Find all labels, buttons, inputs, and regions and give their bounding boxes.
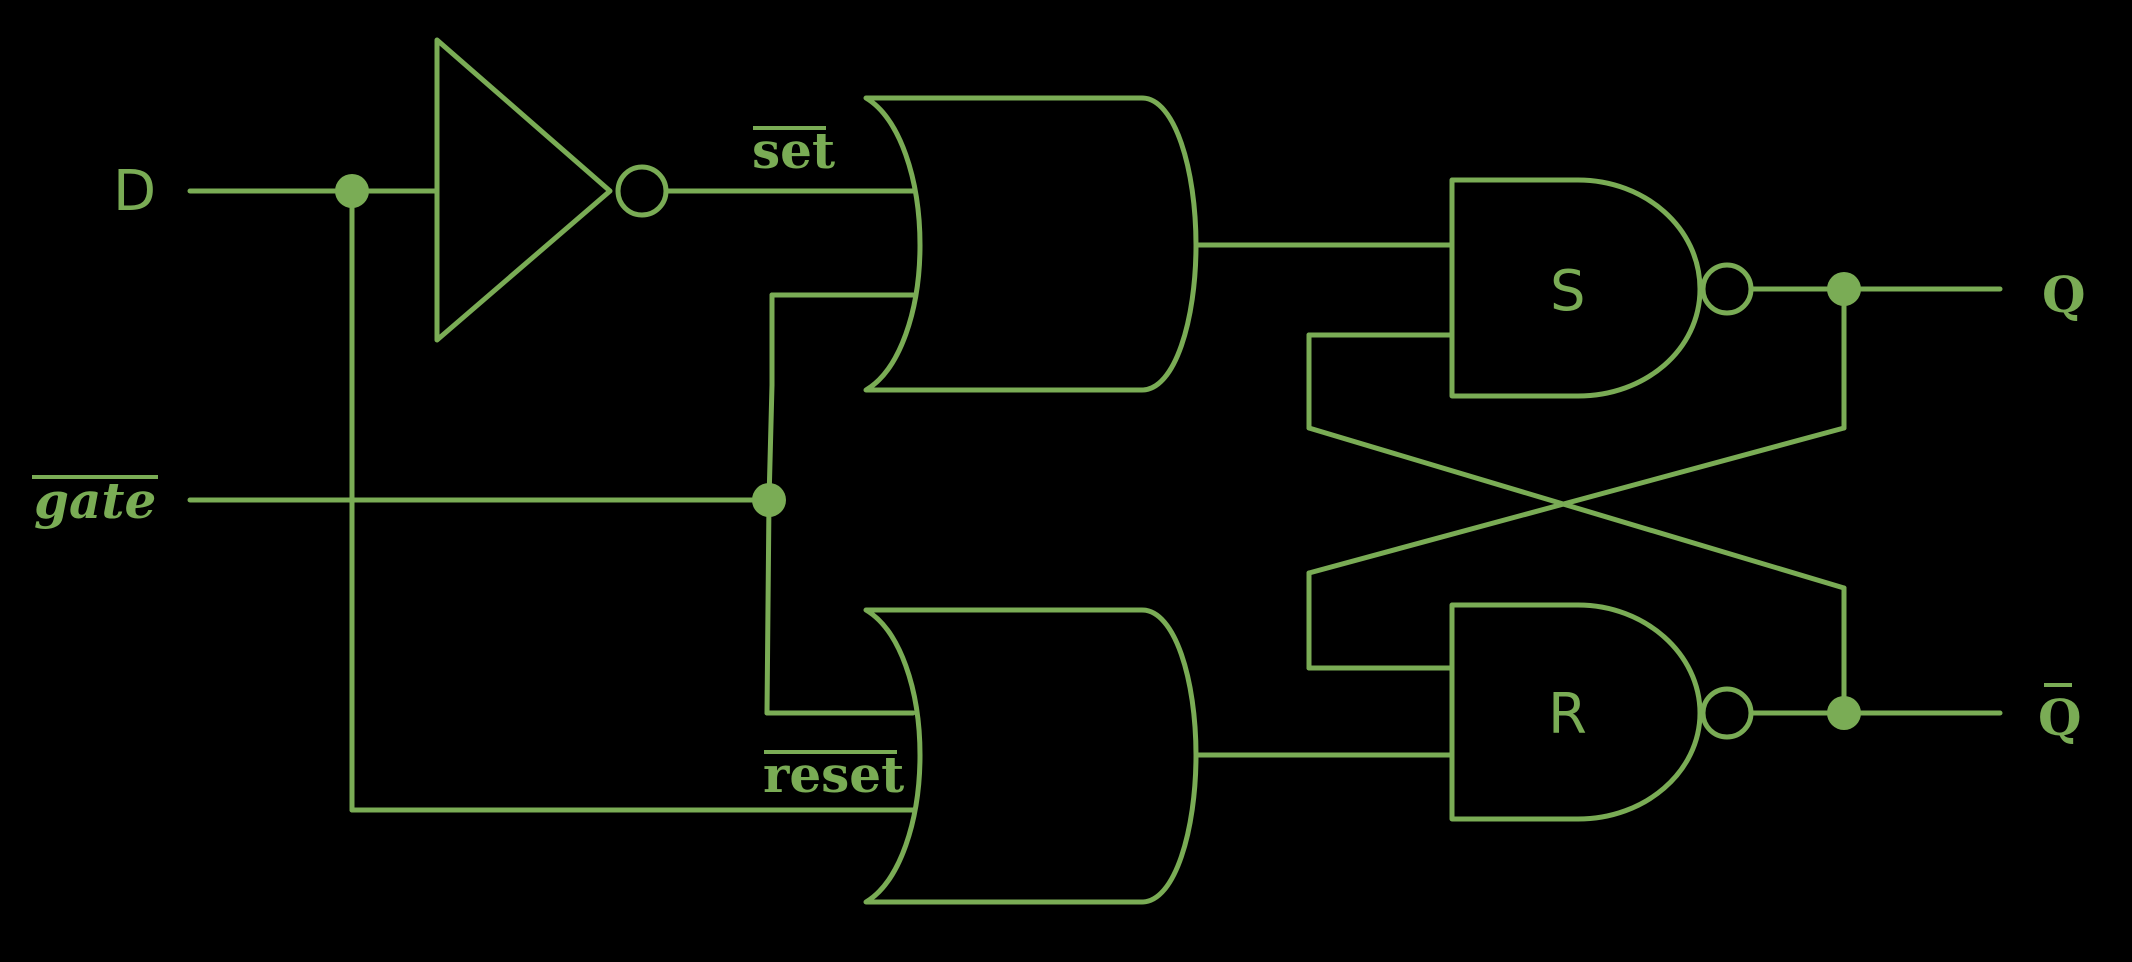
junction-qbar <box>1827 696 1861 730</box>
label-qbar-group: Q <box>2038 683 2082 747</box>
or-gate-bottom <box>863 607 1199 905</box>
not-gate-bubble <box>615 164 669 218</box>
label-reset-group: reset <box>763 745 904 804</box>
label-q-bar: Q <box>2038 688 2082 747</box>
junctions <box>335 174 1861 730</box>
nand-r-body <box>1449 602 1703 822</box>
junction-q <box>1827 272 1861 306</box>
wire-q-feedback-cross <box>1306 425 1847 576</box>
label-set: set <box>752 121 835 180</box>
nand-r-bubble <box>1700 686 1754 740</box>
nand-s-body <box>1449 177 1703 399</box>
or-gate-top <box>863 95 1199 393</box>
label-gate-group: gate <box>32 471 158 530</box>
wire-gate-down <box>764 497 772 716</box>
not-gate-body <box>434 37 613 343</box>
nand-s-bubble <box>1700 262 1754 316</box>
nand-gate-r: R <box>1449 602 1754 822</box>
label-q: Q <box>2042 265 2086 324</box>
junction-gate <box>752 483 786 517</box>
label-gate: gate <box>34 471 156 530</box>
not-gate <box>434 37 669 343</box>
junction-d <box>335 174 369 208</box>
label-set-group: set <box>752 121 835 180</box>
label-d: D <box>113 159 156 224</box>
label-r: R <box>1548 682 1587 747</box>
label-s: S <box>1550 259 1586 324</box>
wire-gate-up-1 <box>766 382 775 503</box>
nand-gate-s: S <box>1449 177 1754 399</box>
wires <box>187 188 2003 813</box>
wire-qbar-feedback-cross <box>1306 425 1847 591</box>
label-reset: reset <box>763 745 904 804</box>
